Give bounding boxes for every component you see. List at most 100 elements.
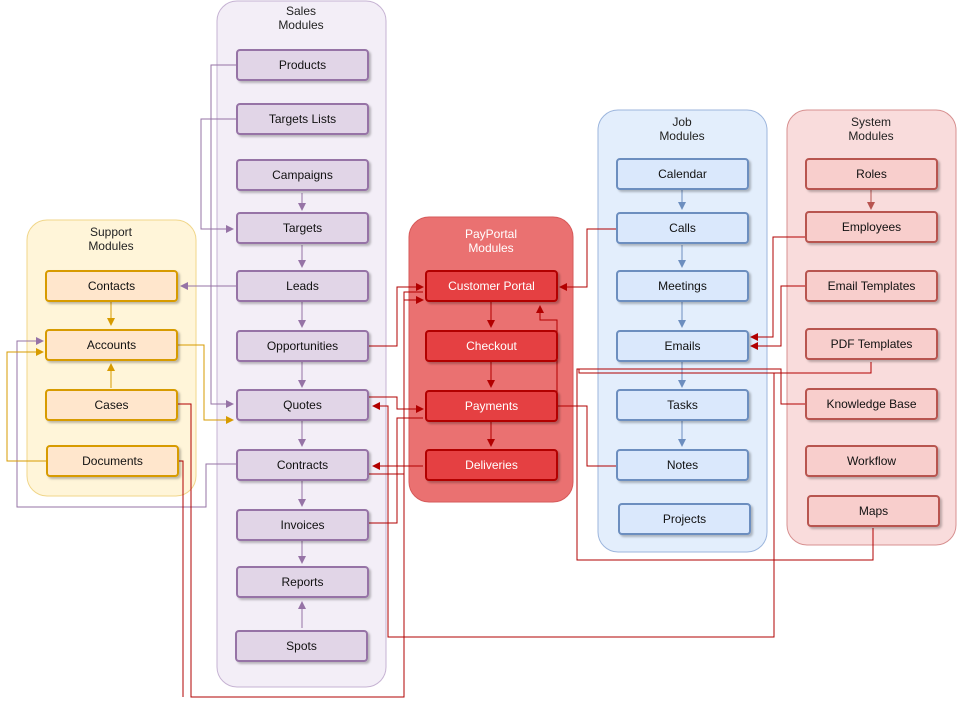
knowledge-base-box[interactable] [805,388,938,420]
employees-node[interactable]: Employees [805,211,938,243]
roles-box[interactable] [805,158,938,190]
contacts-box[interactable] [45,270,178,302]
opportunities-label: Opportunities [267,339,338,353]
deliveries-node[interactable]: Deliveries [425,449,558,481]
payments-box[interactable] [425,390,558,422]
reports-box[interactable] [236,566,369,598]
targets-node[interactable]: Targets [236,212,369,244]
emails-box[interactable] [616,330,749,362]
leads-label: Leads [286,279,319,293]
target-lists-node[interactable]: Targets Lists [236,103,369,135]
tasks-node[interactable]: Tasks [616,389,749,421]
cases-box[interactable] [45,389,178,421]
edge-employees-emails [750,236,806,341]
spots-box[interactable] [235,630,368,662]
contacts-node[interactable]: Contacts [45,270,178,302]
targets-label: Targets [283,221,322,235]
calendar-node[interactable]: Calendar [616,158,749,190]
projects-node[interactable]: Projects [618,503,751,535]
tasks-box[interactable] [616,389,749,421]
roles-node[interactable]: Roles [805,158,938,190]
edge-knowledgebase-link [579,368,806,405]
products-label: Products [279,58,326,72]
maps-box[interactable] [807,495,940,527]
notes-node[interactable]: Notes [616,449,749,481]
quotes-box[interactable] [236,389,369,421]
contracts-box[interactable] [236,449,369,481]
workflow-box[interactable] [805,445,938,477]
meetings-box[interactable] [616,270,749,302]
documents-node[interactable]: Documents [46,445,179,477]
notes-box[interactable] [616,449,749,481]
products-box[interactable] [236,49,369,81]
documents-box[interactable] [46,445,179,477]
contacts-label: Contacts [88,279,135,293]
calls-node[interactable]: Calls [616,212,749,244]
system-group-title-line1: System [851,115,891,129]
meetings-node[interactable]: Meetings [616,270,749,302]
payportal-group-title-line1: PayPortal [465,227,517,241]
pdf-templates-label: PDF Templates [831,337,913,351]
job-group-title-line2: Modules [659,129,704,143]
deliveries-box[interactable] [425,449,558,481]
edge-quotes-payments [369,396,424,413]
target-lists-label: Targets Lists [269,112,336,126]
calendar-box[interactable] [616,158,749,190]
pdf-templates-box[interactable] [805,328,938,360]
system-group-title-line2: Modules [848,129,893,143]
accounts-box[interactable] [45,329,178,361]
campaigns-label: Campaigns [272,168,333,182]
email-templates-label: Email Templates [828,279,916,293]
checkout-label: Checkout [466,339,517,353]
products-node[interactable]: Products [236,49,369,81]
edge-pdftemplates-maps [576,362,874,561]
quotes-node[interactable]: Quotes [236,389,369,421]
customer-portal-node[interactable]: Customer Portal [425,270,558,302]
contracts-node[interactable]: Contracts [236,449,369,481]
invoices-label: Invoices [280,518,324,532]
email-templates-node[interactable]: Email Templates [805,270,938,302]
workflow-node[interactable]: Workflow [805,445,938,477]
edge-pdftemplates-quotes [372,373,775,638]
edge-invoices-payments [369,417,423,524]
campaigns-node[interactable]: Campaigns [236,159,369,191]
emails-label: Emails [664,339,700,353]
target-lists-box[interactable] [236,103,369,135]
employees-label: Employees [842,220,901,234]
contracts-label: Contracts [277,458,328,472]
accounts-node[interactable]: Accounts [45,329,178,361]
projects-box[interactable] [618,503,751,535]
leads-node[interactable]: Leads [236,270,369,302]
edge-contracts-accounts [16,337,237,508]
leads-box[interactable] [236,270,369,302]
calls-box[interactable] [616,212,749,244]
maps-node[interactable]: Maps [807,495,940,527]
checkout-box[interactable] [425,330,558,362]
pdf-templates-node[interactable]: PDF Templates [805,328,938,360]
opportunities-node[interactable]: Opportunities [236,330,369,362]
checkout-node[interactable]: Checkout [425,330,558,362]
edge-calls-customerportal [559,228,617,291]
cases-node[interactable]: Cases [45,389,178,421]
opportunities-box[interactable] [236,330,369,362]
payments-node[interactable]: Payments [425,390,558,422]
deliveries-label: Deliveries [465,458,518,472]
invoices-box[interactable] [236,509,369,541]
edge-cases-customerportal [177,296,424,698]
knowledge-base-label: Knowledge Base [826,397,916,411]
payments-label: Payments [465,399,518,413]
meetings-label: Meetings [658,279,707,293]
campaigns-box[interactable] [236,159,369,191]
targets-box[interactable] [236,212,369,244]
invoices-node[interactable]: Invoices [236,509,369,541]
spots-label: Spots [286,639,317,653]
customer-portal-box[interactable] [425,270,558,302]
reports-label: Reports [281,575,323,589]
email-templates-box[interactable] [805,270,938,302]
employees-box[interactable] [805,211,938,243]
knowledge-base-node[interactable]: Knowledge Base [805,388,938,420]
support-group-title-line2: Modules [88,239,133,253]
reports-node[interactable]: Reports [236,566,369,598]
spots-node[interactable]: Spots [235,630,368,662]
emails-node[interactable]: Emails [616,330,749,362]
